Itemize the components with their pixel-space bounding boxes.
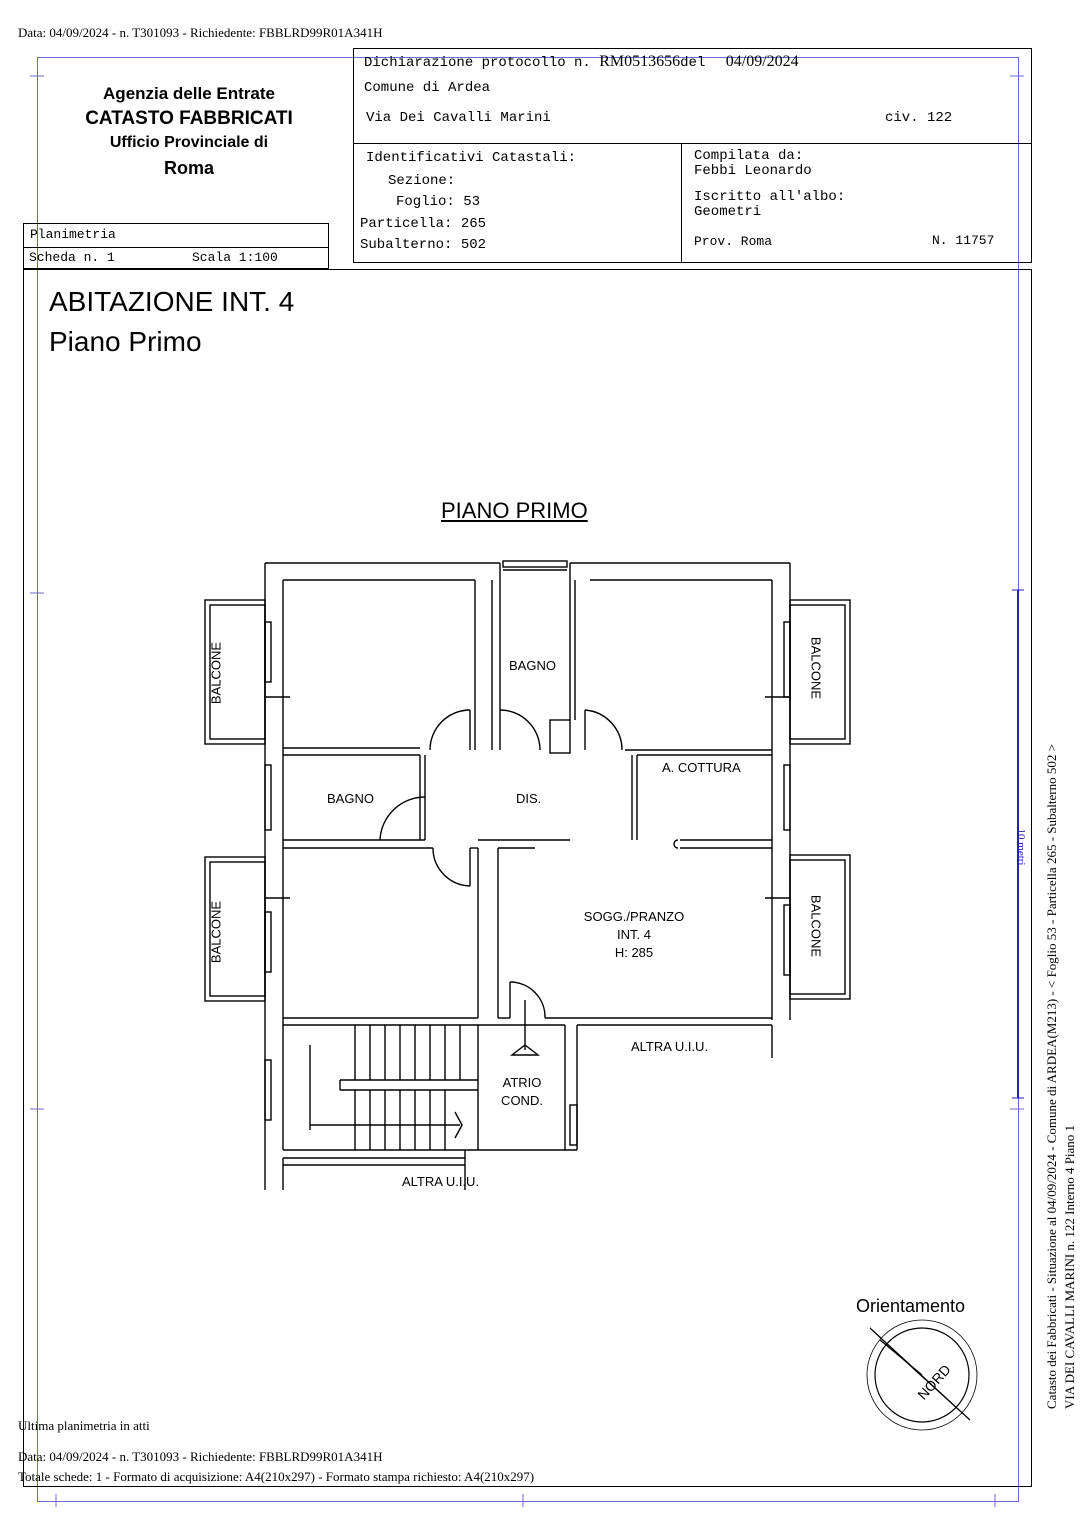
agency-name: Agenzia delle Entrate: [103, 84, 275, 103]
ufficio-city: Roma: [163, 158, 214, 178]
scala-label: Scala 1:100: [192, 250, 278, 265]
label-angolo-cottura: A. COTTURA: [662, 760, 741, 775]
scale-bar-label: 10 metri: [1015, 828, 1027, 866]
plan-subtitle: Piano Primo: [49, 326, 202, 357]
soggiorno-height: H: 285: [614, 945, 654, 960]
floor-heading: PIANO PRIMO: [441, 498, 588, 523]
declaration-box: Dichiarazione protocollo n. RM0513656del…: [353, 48, 1032, 144]
compilata-label: Compilata da:: [694, 148, 804, 164]
declaration-del: del: [680, 55, 706, 71]
planimetria-label: Planimetria: [30, 227, 116, 242]
compilata-block: Compilata da: Febbi Leonardo: [694, 149, 812, 179]
declaration-line: Dichiarazione protocollo n. RM0513656del…: [364, 53, 799, 71]
atrio-cond: COND.: [501, 1093, 543, 1108]
label-disimpegno: DIS.: [516, 791, 542, 806]
albo-label: Iscritto all'albo:: [694, 189, 846, 205]
soggiorno-name: SOGG./PRANZO: [583, 909, 685, 924]
label-balcone-right-bottom: BALCONE: [808, 894, 824, 958]
sezione-field: Sezione:: [388, 173, 456, 189]
civico-label: civ. 122: [885, 110, 953, 126]
label-soggiorno: SOGG./PRANZO INT. 4 H: 285: [584, 908, 684, 962]
agency-block: Agenzia delle Entrate CATASTO FABBRICATI…: [30, 84, 348, 179]
footer-ultima: Ultima planimetria in atti: [18, 1418, 150, 1433]
atrio-name: ATRIO: [502, 1075, 542, 1090]
albo-number: N. 11757: [932, 233, 995, 248]
side-info-line1: Catasto dei Fabbricati - Situazione al 0…: [1044, 744, 1059, 1409]
plan-title: ABITAZIONE INT. 4: [49, 286, 295, 317]
foglio-field: Foglio: 53: [396, 194, 481, 210]
label-altra-uiu-right: ALTRA U.I.U.: [631, 1039, 709, 1054]
compilata-name: Febbi Leonardo: [694, 163, 812, 179]
identificativi-title: Identificativi Catastali:: [366, 150, 577, 166]
particella-field: Particella: 265: [360, 216, 487, 232]
side-info-line2: VIA DEI CAVALLI MARINI n. 122 Interno 4 …: [1062, 1124, 1077, 1409]
drawing-frame: [23, 269, 1032, 1487]
label-balcone-left-bottom: BALCONE: [208, 900, 224, 964]
label-bagno-left: BAGNO: [327, 791, 374, 806]
top-info-line: Data: 04/09/2024 - n. T301093 - Richiede…: [18, 25, 383, 40]
scheda-number: Scheda n. 1: [29, 250, 115, 265]
compilata-box: Compilata da: Febbi Leonardo Iscritto al…: [681, 143, 1032, 263]
orientation-label: Orientamento: [856, 1296, 966, 1316]
via-label: Via Dei Cavalli Marini: [366, 110, 551, 126]
label-balcone-left-top: BALCONE: [208, 641, 224, 705]
soggiorno-int: INT. 4: [617, 927, 651, 942]
label-balcone-right-top: BALCONE: [808, 636, 824, 700]
scheda-box: Scheda n. 1 Scala 1:100: [23, 247, 329, 269]
footer-data: Data: 04/09/2024 - n. T301093 - Richiede…: [18, 1449, 383, 1464]
declaration-number: RM0513656: [599, 53, 681, 70]
comune-label: Comune di Ardea: [364, 80, 491, 96]
prov-field: Prov. Roma: [694, 234, 773, 249]
label-altra-uiu-bottom: ALTRA U.I.U.: [402, 1174, 480, 1189]
declaration-date: 04/09/2024: [725, 53, 799, 70]
declaration-prefix: Dichiarazione protocollo n.: [364, 55, 591, 71]
label-atrio: ATRIO COND.: [501, 1074, 543, 1110]
identificativi-box: Identificativi Catastali: Sezione: Fogli…: [353, 143, 682, 263]
ufficio-label: Ufficio Provinciale di: [109, 134, 269, 151]
footer-totale: Totale schede: 1 - Formato di acquisizio…: [18, 1469, 535, 1484]
label-bagno-top: BAGNO: [509, 658, 556, 673]
albo-value: Geometri: [694, 204, 762, 220]
albo-block: Iscritto all'albo: Geometri: [694, 190, 845, 220]
subalterno-field: Subalterno: 502: [360, 237, 487, 253]
catasto-title: CATASTO FABBRICATI: [85, 108, 293, 129]
